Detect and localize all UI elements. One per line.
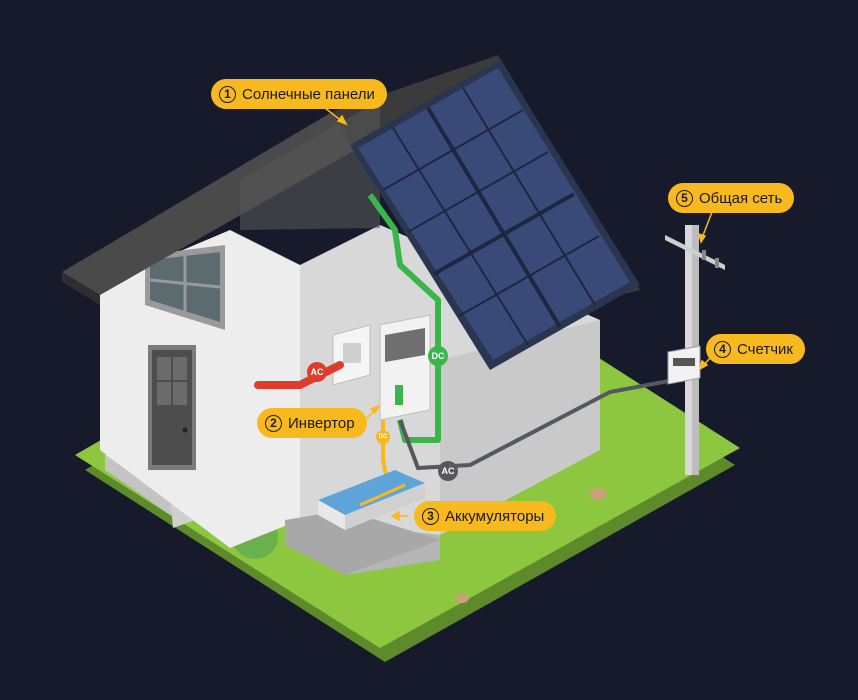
callout-grid: 5 Общая сеть [668,183,795,213]
callout-number: 1 [219,85,236,103]
inverter [379,314,431,421]
ac-tag-grid-text: AC [442,466,455,476]
ac-tag-house: AC [307,362,327,382]
batteries [318,470,425,530]
meter [667,345,701,385]
solar-panels [350,60,640,370]
callout-meter: 4 Счетчик [706,334,805,364]
callout-label: Аккумуляторы [445,507,545,525]
callout-batteries: 3 Аккумуляторы [414,501,557,531]
grid-wire [398,376,686,471]
callout-label: Инвертор [288,414,355,432]
callout-label: Солнечные панели [242,85,375,103]
callout-pointers [324,107,713,522]
breaker-box [332,324,371,386]
callout-label: Общая сеть [699,189,783,207]
callout-inverter: 2 Инвертор [257,408,367,438]
callout-solar-panels: 1 Солнечные панели [211,79,387,109]
dc-wire-panels [367,193,441,443]
callout-number: 5 [676,189,693,207]
callout-number: 3 [422,507,439,525]
dc-tag-battery-text: DC [379,434,388,440]
ac-tag-grid: AC [438,461,458,481]
attic-window [145,245,225,330]
callout-label: Счетчик [737,340,793,358]
callout-number: 2 [265,414,282,432]
dc-tag-panels-text: DC [432,351,445,361]
dc-tag-battery: DC [376,430,390,444]
ac-tag-house-text: AC [311,367,324,377]
stone [455,593,469,603]
callout-number: 4 [714,340,731,358]
dc-tag-panels: DC [428,346,448,366]
stone [589,488,607,500]
